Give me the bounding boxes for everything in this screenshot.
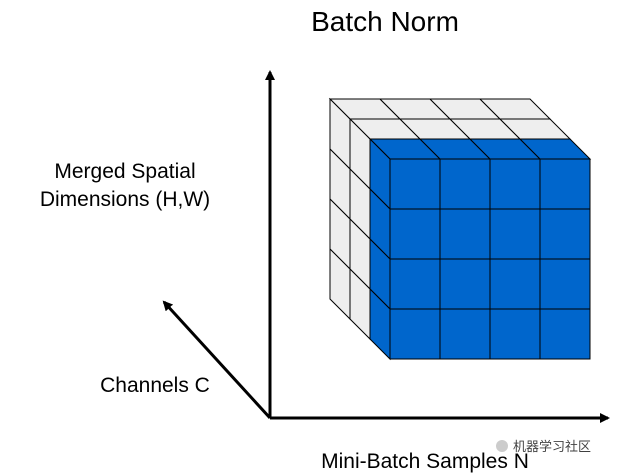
cube-front-cell	[539, 308, 591, 360]
cube-front-cell	[489, 308, 541, 360]
y-axis-label-line1: Merged Spatial	[54, 160, 195, 183]
cube-front-cell	[489, 208, 541, 260]
axes	[162, 70, 610, 423]
wechat-icon	[496, 440, 508, 452]
cube-front-cell	[539, 158, 591, 210]
cube-front-cell	[489, 158, 541, 210]
cube-front-cell	[389, 258, 441, 310]
channel-axis-arrow	[162, 300, 272, 420]
watermark-text: 机器学习社区	[513, 439, 591, 454]
cube-front-cell	[389, 308, 441, 360]
cube-front-cell	[439, 208, 491, 260]
cube-front-cell	[389, 208, 441, 260]
cube-front-cell	[439, 258, 491, 310]
diagram-title: Batch Norm	[311, 6, 459, 37]
cube-front-cell	[439, 158, 491, 210]
cube-front-cell	[539, 258, 591, 310]
cube-front-cell	[489, 258, 541, 310]
x-axis-label: Mini-Batch Samples N	[321, 450, 529, 473]
cube-front-cell	[539, 208, 591, 260]
cube-front-cell	[439, 308, 491, 360]
cube-front-cell	[389, 158, 441, 210]
channel-axis-label: Channels C	[100, 374, 210, 397]
watermark: 机器学习社区	[496, 439, 591, 454]
y-axis-label-line2: Dimensions (H,W)	[40, 188, 210, 211]
tensor-cube	[328, 97, 592, 361]
